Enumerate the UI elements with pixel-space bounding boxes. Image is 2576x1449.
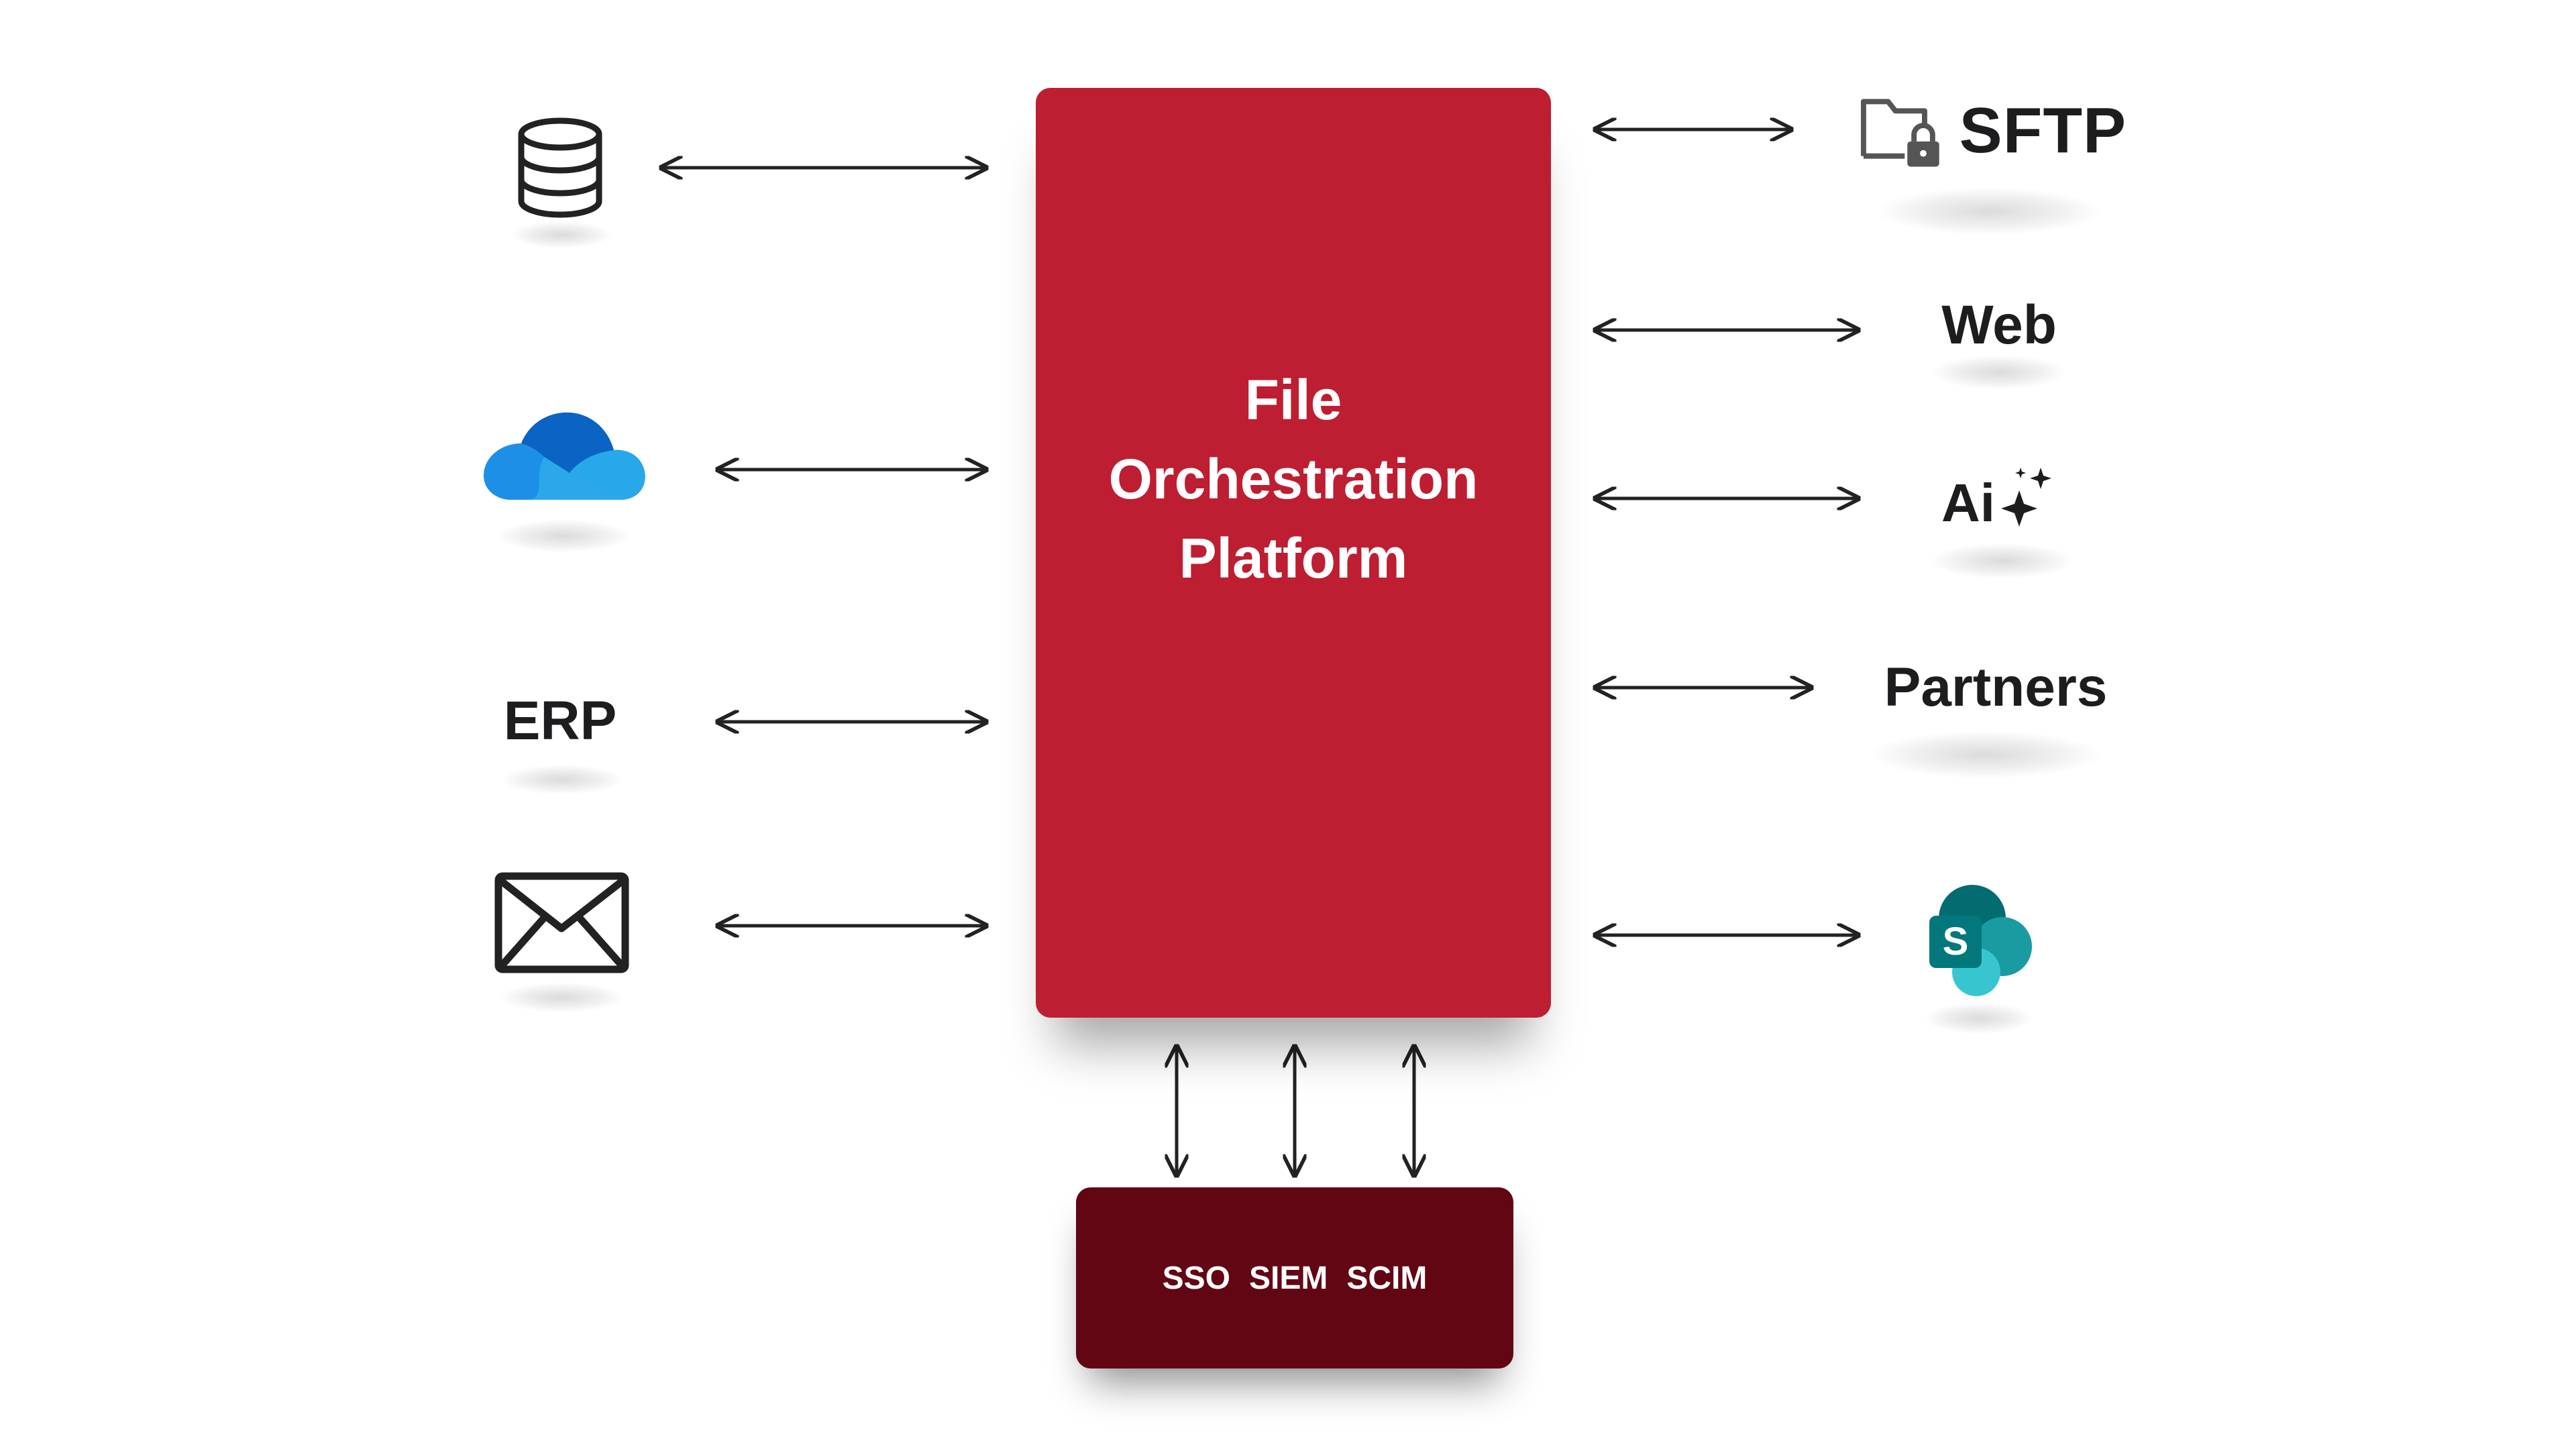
email-node (490, 865, 634, 979)
identity-services-box: SSO SIEM SCIM (1076, 1187, 1513, 1368)
erp-label: ERP (503, 690, 617, 751)
file-orchestration-platform: File Orchestration Platform (1036, 88, 1551, 1018)
sharepoint-icon: S (1929, 884, 2032, 996)
erp-node: ERP (476, 684, 644, 758)
sftp-label: SFTP (1959, 95, 2127, 166)
database-icon (518, 117, 602, 218)
onedrive-node (480, 396, 647, 517)
sharepoint-letter: S (1943, 920, 1969, 963)
partners-node: Partners (1851, 651, 2140, 724)
partners-shadow (1872, 731, 2100, 778)
locked-folder-icon (1860, 99, 1939, 166)
database-node (510, 114, 610, 221)
sharepoint-node: S (1912, 879, 2046, 1000)
sftp-node: SFTP (1858, 80, 2127, 181)
platform-title-line-1: File (1244, 368, 1342, 431)
siem-label: SIEM (1249, 1260, 1328, 1296)
sso-label: SSO (1162, 1260, 1230, 1296)
partners-label: Partners (1884, 657, 2108, 718)
email-shadow (500, 983, 624, 1012)
platform-title-line-3: Platform (1179, 527, 1408, 590)
erp-shadow (502, 765, 623, 794)
onedrive-shadow (496, 520, 631, 552)
platform-title: File Orchestration Platform (1059, 360, 1528, 598)
web-node: Web (1919, 288, 2080, 362)
onedrive-cloud-icon (484, 412, 645, 500)
sharepoint-shadow (1925, 1003, 2033, 1034)
sftp-shadow (1878, 188, 2100, 235)
web-label: Web (1941, 294, 2057, 356)
sparkles-icon (2001, 467, 2051, 527)
ai-label: Ai (1941, 473, 1995, 533)
scim-label: SCIM (1346, 1260, 1428, 1296)
database-shadow (511, 221, 612, 248)
ai-node: Ai (1925, 463, 2073, 543)
platform-title-line-2: Orchestration (1108, 447, 1479, 511)
envelope-icon (494, 872, 629, 973)
ai-shadow (1932, 543, 2073, 578)
web-shadow (1932, 356, 2066, 389)
